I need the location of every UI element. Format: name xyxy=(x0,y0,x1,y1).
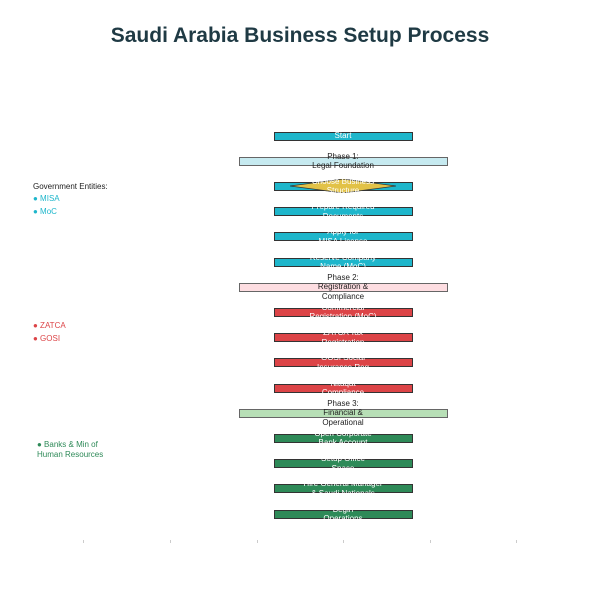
axis-tick xyxy=(170,540,171,543)
legend-item: ● Banks & Min of Human Resources xyxy=(37,440,104,459)
step-label: Hire General Manager & Saudi Nationals xyxy=(303,479,383,498)
process-step-box xyxy=(274,383,413,393)
step-label: Commercial Registration (MoC) xyxy=(309,302,377,322)
step-label: GOSI Social Insurance Reg xyxy=(316,353,370,372)
step-label: Start xyxy=(334,131,352,141)
phase-box xyxy=(239,408,448,418)
process-step-box xyxy=(274,257,413,267)
step-label: Prepare Required Documents xyxy=(311,202,375,221)
step-label: Apply for MISA License xyxy=(318,227,368,246)
axis-tick xyxy=(343,540,344,543)
step-label: Choose Business Structure xyxy=(311,176,375,196)
axis-tick xyxy=(430,540,431,543)
process-step-box xyxy=(274,307,413,317)
process-step-box xyxy=(274,207,413,217)
phase-label: Phase 3: Financial & Operational xyxy=(322,398,364,427)
axis-tick xyxy=(516,540,517,543)
legend-item: ● MISA xyxy=(33,194,60,203)
process-step-box xyxy=(274,131,413,141)
legend-item: ● GOSI xyxy=(33,333,61,343)
step-label: ZATCA Tax Registration xyxy=(321,328,365,347)
step-label: Nitaqat Compliance xyxy=(321,378,365,398)
process-step-box xyxy=(274,232,413,242)
phase-label: Phase 1: Legal Foundation xyxy=(312,151,374,171)
process-step-box xyxy=(274,333,413,343)
decision-diamond xyxy=(290,179,396,194)
axis-tick xyxy=(83,540,84,543)
legend-item: ● MoC xyxy=(33,206,57,216)
phase-box xyxy=(239,156,448,166)
step-label: Open Corporate Bank Account xyxy=(314,428,372,448)
process-step-box xyxy=(274,433,413,443)
legend-heading: Government Entities: xyxy=(33,182,108,191)
process-step-box xyxy=(274,459,413,469)
step-label: Setup Office Space xyxy=(321,454,365,473)
process-step-box xyxy=(274,484,413,494)
phase-box xyxy=(239,282,448,292)
phase-label: Phase 2: Registration & Compliance xyxy=(317,272,369,301)
step-label: Begin Operations xyxy=(323,504,363,524)
step-label: Reserve Company Name (MoC) xyxy=(309,252,377,272)
axis-tick xyxy=(257,540,258,543)
process-step-box xyxy=(274,509,413,519)
diagram-title: Saudi Arabia Business Setup Process xyxy=(110,24,490,47)
legend-item: ● ZATCA xyxy=(33,321,66,330)
process-step-box xyxy=(274,358,413,368)
